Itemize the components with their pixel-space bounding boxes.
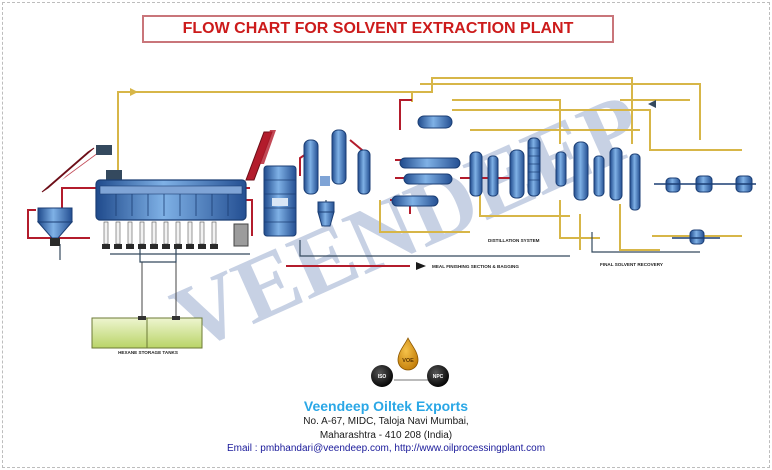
condensers xyxy=(391,115,461,207)
logo-left-badge: ISO xyxy=(378,374,387,380)
label-hexane-storage: HEXANE STORAGE TANKS xyxy=(118,350,178,355)
extractor xyxy=(95,179,249,249)
logo-right-badge: NPC xyxy=(433,374,444,380)
label-final-solvent-recovery: FINAL SOLVENT RECOVERY xyxy=(600,262,663,267)
label-distillation-system: DISTILLATION SYSTEM xyxy=(488,238,540,243)
company-address-line1: No. A-67, MIDC, Taloja Navi Mumbai, xyxy=(303,416,469,427)
company-name: Veendeep Oiltek Exports xyxy=(303,398,469,414)
company-logo: VOE ISO NPC xyxy=(371,337,449,387)
logo-drop-text: VOE xyxy=(402,358,414,364)
hexane-storage-tanks xyxy=(91,262,203,349)
flow-arrows xyxy=(130,88,426,270)
company-address-line2: Maharashtra - 410 208 (India) xyxy=(319,430,453,441)
company-contact: Email : pmbhandari@veendeep.com, http://… xyxy=(0,443,772,454)
distillation-columns xyxy=(469,137,589,201)
email-label: Email : xyxy=(226,443,261,454)
dark-pipe-network xyxy=(59,200,700,263)
desolventiser-toaster xyxy=(245,130,297,237)
label-meal-finishing: MEAL FINISHING SECTION & BAGGING xyxy=(432,264,519,269)
final-recovery-units xyxy=(593,100,756,245)
vapour-scrubber xyxy=(303,129,371,227)
feed-conveyors xyxy=(41,145,122,193)
watermark-text: VEENDEEP xyxy=(158,73,657,370)
feed-hopper xyxy=(36,207,74,246)
gold-pipe-network xyxy=(117,77,742,251)
page-title: FLOW CHART FOR SOLVENT EXTRACTION PLANT xyxy=(142,15,614,43)
website-link[interactable]: http://www.oilprocessingplant.com xyxy=(394,443,546,454)
contact-separator: , xyxy=(388,443,395,454)
email-link[interactable]: pmbhandari@veendeep.com xyxy=(260,443,389,454)
